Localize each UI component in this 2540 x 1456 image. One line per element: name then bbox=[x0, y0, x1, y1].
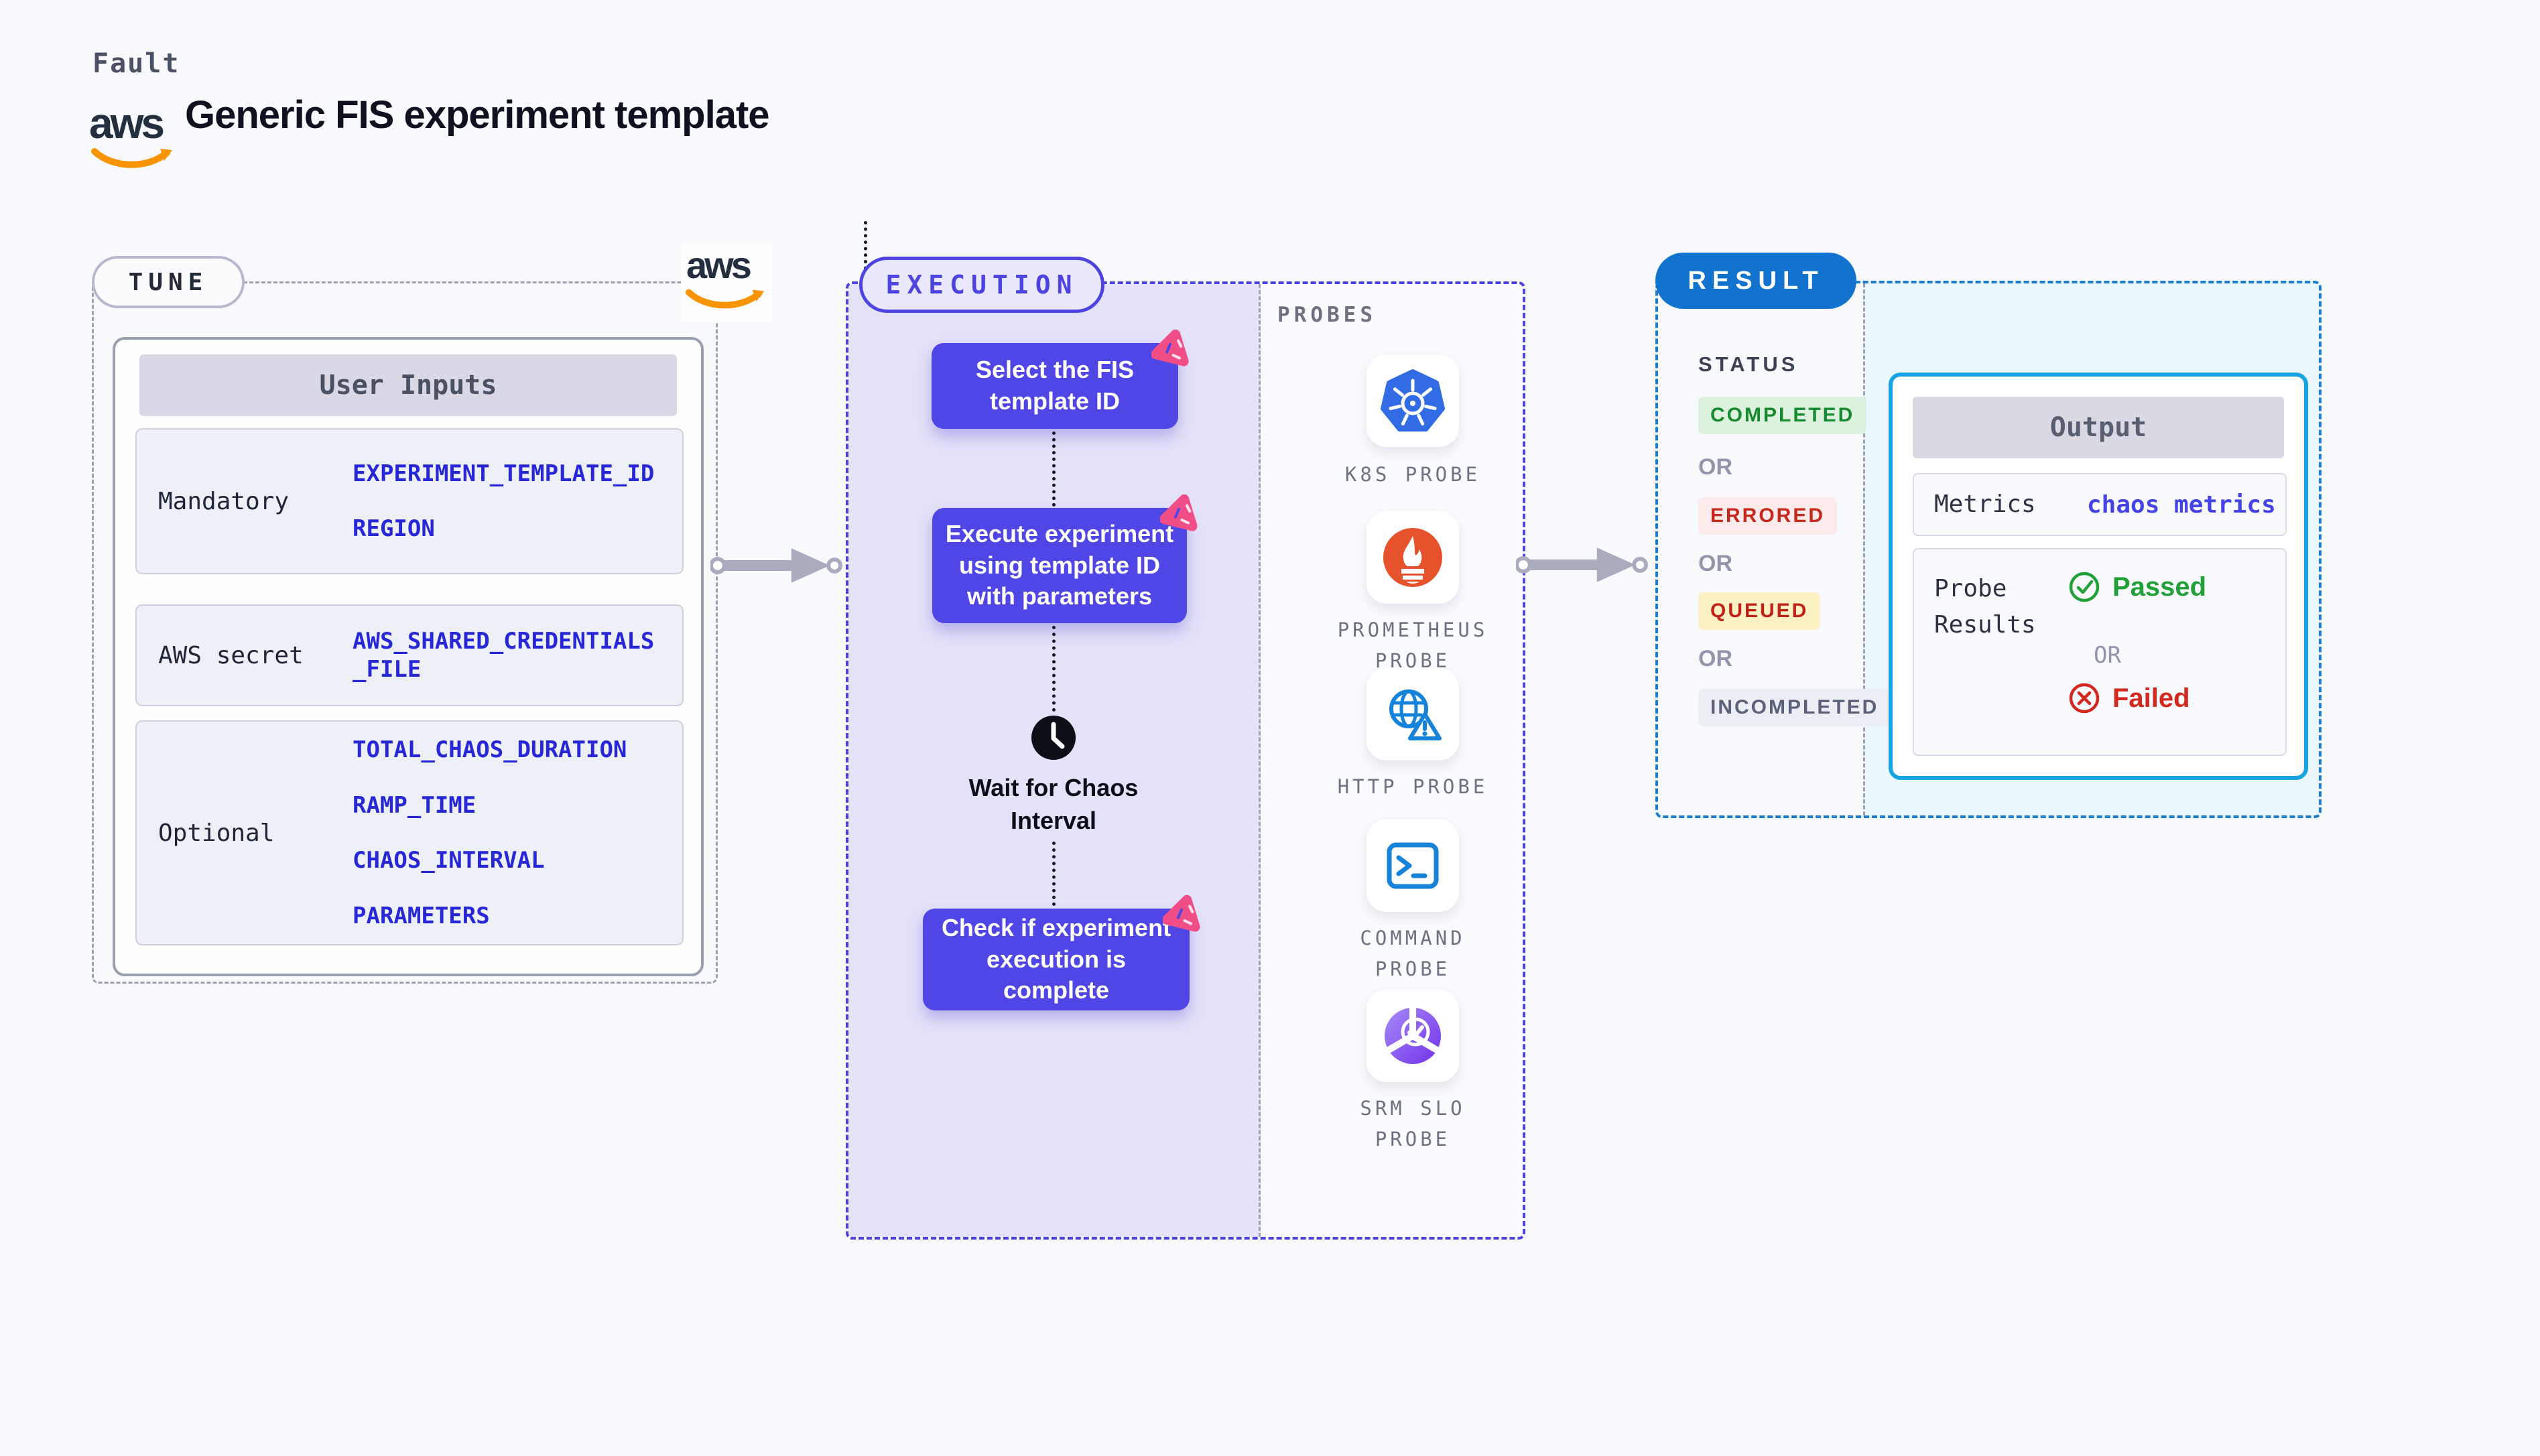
aws-smile-icon bbox=[91, 148, 172, 168]
passed-label: Passed bbox=[2112, 572, 2207, 602]
flow-connector bbox=[1052, 432, 1056, 507]
step-label: Check if experiment execution is complet… bbox=[941, 913, 1171, 1004]
or-separator: OR bbox=[1698, 646, 1732, 671]
step-execute-experiment: Execute experiment using template ID wit… bbox=[932, 494, 1198, 623]
prometheus-icon bbox=[1383, 528, 1442, 587]
arrow-execution-to-result-icon bbox=[1516, 547, 1649, 582]
probes-title: PROBES bbox=[1277, 303, 1377, 327]
row-value: REGION bbox=[353, 515, 435, 542]
row-label: Optional bbox=[158, 819, 275, 847]
brand-label: Fault bbox=[92, 48, 180, 79]
probe-label: K8S PROBE bbox=[1344, 463, 1481, 486]
output-card: Output Metrics chaos metrics Probe Resul… bbox=[1889, 373, 2308, 780]
tune-panel bbox=[92, 281, 718, 984]
wait-step-label: Wait for Chaos Interval bbox=[968, 774, 1139, 834]
step-label: Execute experiment using template ID wit… bbox=[945, 519, 1174, 610]
row-value: CHAOS_INTERVAL bbox=[353, 847, 545, 874]
passed-result: Passed bbox=[2068, 571, 2206, 603]
row-value: AWS_SHARED_CREDENTIALS_FILE bbox=[353, 627, 655, 683]
tune-badge-label: TUNE bbox=[128, 268, 208, 296]
probe-card-command bbox=[1367, 819, 1459, 912]
metrics-row: Metrics chaos metrics bbox=[1913, 473, 2287, 536]
terminal-icon bbox=[1387, 842, 1439, 889]
kubernetes-icon bbox=[1381, 369, 1445, 432]
probe-results-row: Probe Results Passed OR Failed bbox=[1913, 548, 2287, 756]
output-header: Output bbox=[1913, 397, 2284, 458]
failed-label: Failed bbox=[2112, 683, 2190, 713]
chaos-experiment-icon bbox=[1163, 895, 1200, 932]
aws-logo-text: aws bbox=[89, 99, 165, 147]
tune-badge: TUNE bbox=[92, 256, 245, 308]
status-chip-errored: ERRORED bbox=[1698, 497, 1838, 535]
result-badge-label: RESULT bbox=[1688, 266, 1824, 295]
status-chip-queued: QUEUED bbox=[1698, 592, 1821, 630]
chaos-experiment-icon bbox=[1151, 329, 1189, 367]
globe-alert-icon bbox=[1389, 689, 1442, 740]
row-value: EXPERIMENT_TEMPLATE_ID bbox=[353, 460, 655, 487]
probe-label: HTTP PROBE bbox=[1337, 775, 1488, 798]
table-row-mandatory: Mandatory EXPERIMENT_TEMPLATE_ID REGION bbox=[135, 428, 684, 574]
step-check-complete: Check if experiment execution is complet… bbox=[923, 895, 1200, 1010]
or-separator: OR bbox=[1698, 551, 1732, 576]
execution-badge: EXECUTION bbox=[859, 257, 1104, 313]
or-separator: OR bbox=[1698, 454, 1732, 480]
row-value: PARAMETERS bbox=[353, 902, 490, 929]
aws-logo: aws bbox=[89, 102, 183, 182]
slo-pie-check-icon bbox=[1383, 1005, 1442, 1064]
user-inputs-card: User Inputs Mandatory EXPERIMENT_TEMPLAT… bbox=[113, 337, 704, 976]
probe-label: PROMETHEUS PROBE bbox=[1337, 618, 1488, 673]
probe-results-label: Probe Results bbox=[1934, 575, 2036, 639]
user-inputs-header: User Inputs bbox=[139, 354, 677, 416]
aws-logo-small-text: aws bbox=[686, 244, 752, 286]
row-value: TOTAL_CHAOS_DURATION bbox=[353, 736, 627, 763]
check-circle-icon bbox=[2069, 572, 2100, 602]
output-title: Output bbox=[2049, 412, 2147, 443]
flow-connector bbox=[1052, 626, 1056, 712]
probe-label: COMMAND PROBE bbox=[1360, 927, 1466, 981]
flow-connector bbox=[1052, 842, 1056, 906]
step-label: Select the FIS template ID bbox=[975, 356, 1135, 415]
or-separator: OR bbox=[2094, 642, 2121, 669]
probe-card-k8s bbox=[1367, 354, 1459, 447]
probe-card-srm-slo bbox=[1367, 990, 1459, 1082]
row-value: RAMP_TIME bbox=[353, 791, 477, 819]
probe-card-http bbox=[1367, 668, 1459, 760]
x-circle-icon bbox=[2069, 683, 2100, 714]
status-title: STATUS bbox=[1698, 352, 1799, 376]
chaos-experiment-icon bbox=[1160, 494, 1198, 531]
aws-smile-icon bbox=[685, 289, 765, 309]
metrics-label: Metrics bbox=[1934, 490, 2036, 518]
table-row-optional: Optional TOTAL_CHAOS_DURATION RAMP_TIME … bbox=[135, 720, 684, 945]
execution-badge-label: EXECUTION bbox=[885, 270, 1078, 300]
status-chip-incompleted: INCOMPLETED bbox=[1698, 689, 1891, 726]
row-label: Mandatory bbox=[158, 487, 290, 515]
execution-top-connector bbox=[864, 221, 867, 283]
probe-label: SRM SLO PROBE bbox=[1360, 1097, 1466, 1151]
arrow-tune-to-execution-icon bbox=[710, 548, 843, 583]
status-chip-completed: COMPLETED bbox=[1698, 397, 1867, 434]
failed-result: Failed bbox=[2068, 682, 2190, 714]
step-select-template: Select the FIS template ID bbox=[932, 329, 1189, 429]
row-label: AWS secret bbox=[158, 641, 304, 669]
user-inputs-title: User Inputs bbox=[319, 370, 497, 401]
probe-card-prometheus bbox=[1367, 511, 1459, 604]
aws-logo-small: aws bbox=[681, 243, 772, 322]
table-row-aws-secret: AWS secret AWS_SHARED_CREDENTIALS_FILE bbox=[135, 604, 684, 706]
result-badge: RESULT bbox=[1655, 253, 1856, 309]
metrics-value: chaos metrics bbox=[2087, 490, 2276, 519]
clock-icon bbox=[1031, 716, 1076, 760]
result-status-area bbox=[1658, 283, 1865, 815]
page-title: Generic FIS experiment template bbox=[185, 93, 770, 137]
